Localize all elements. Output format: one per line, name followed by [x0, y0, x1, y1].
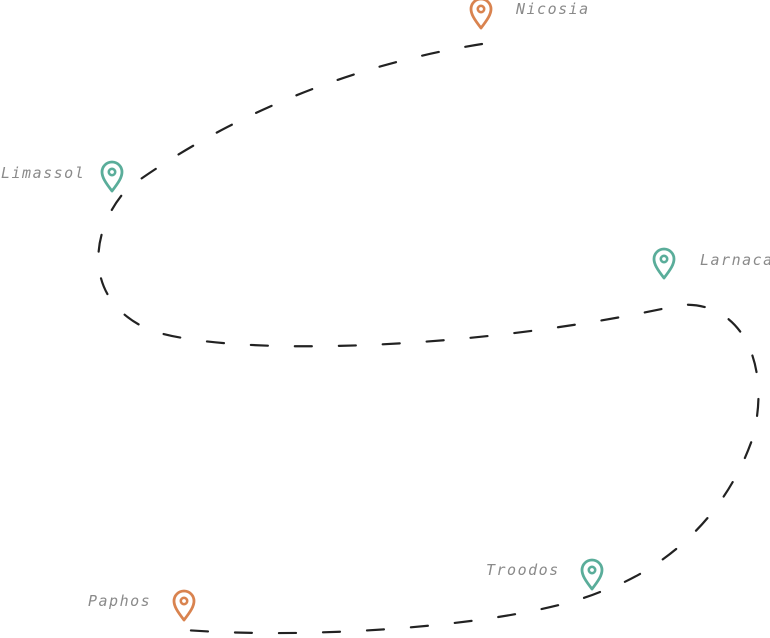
larnaca-marker[interactable] — [652, 247, 676, 280]
limassol-label: Limassol — [1, 164, 86, 182]
paphos-label: Paphos — [88, 592, 152, 610]
limassol-marker[interactable] — [100, 160, 124, 193]
troodos-label: Troodos — [486, 561, 560, 579]
dashed-route-line — [97, 42, 760, 635]
nicosia-label: Nicosia — [516, 0, 590, 18]
nicosia-marker[interactable] — [469, 0, 493, 30]
larnaca-label: Larnaca — [700, 251, 770, 269]
map-pin-icon — [469, 0, 493, 30]
paphos-marker[interactable] — [172, 589, 196, 622]
troodos-marker[interactable] — [580, 558, 604, 591]
